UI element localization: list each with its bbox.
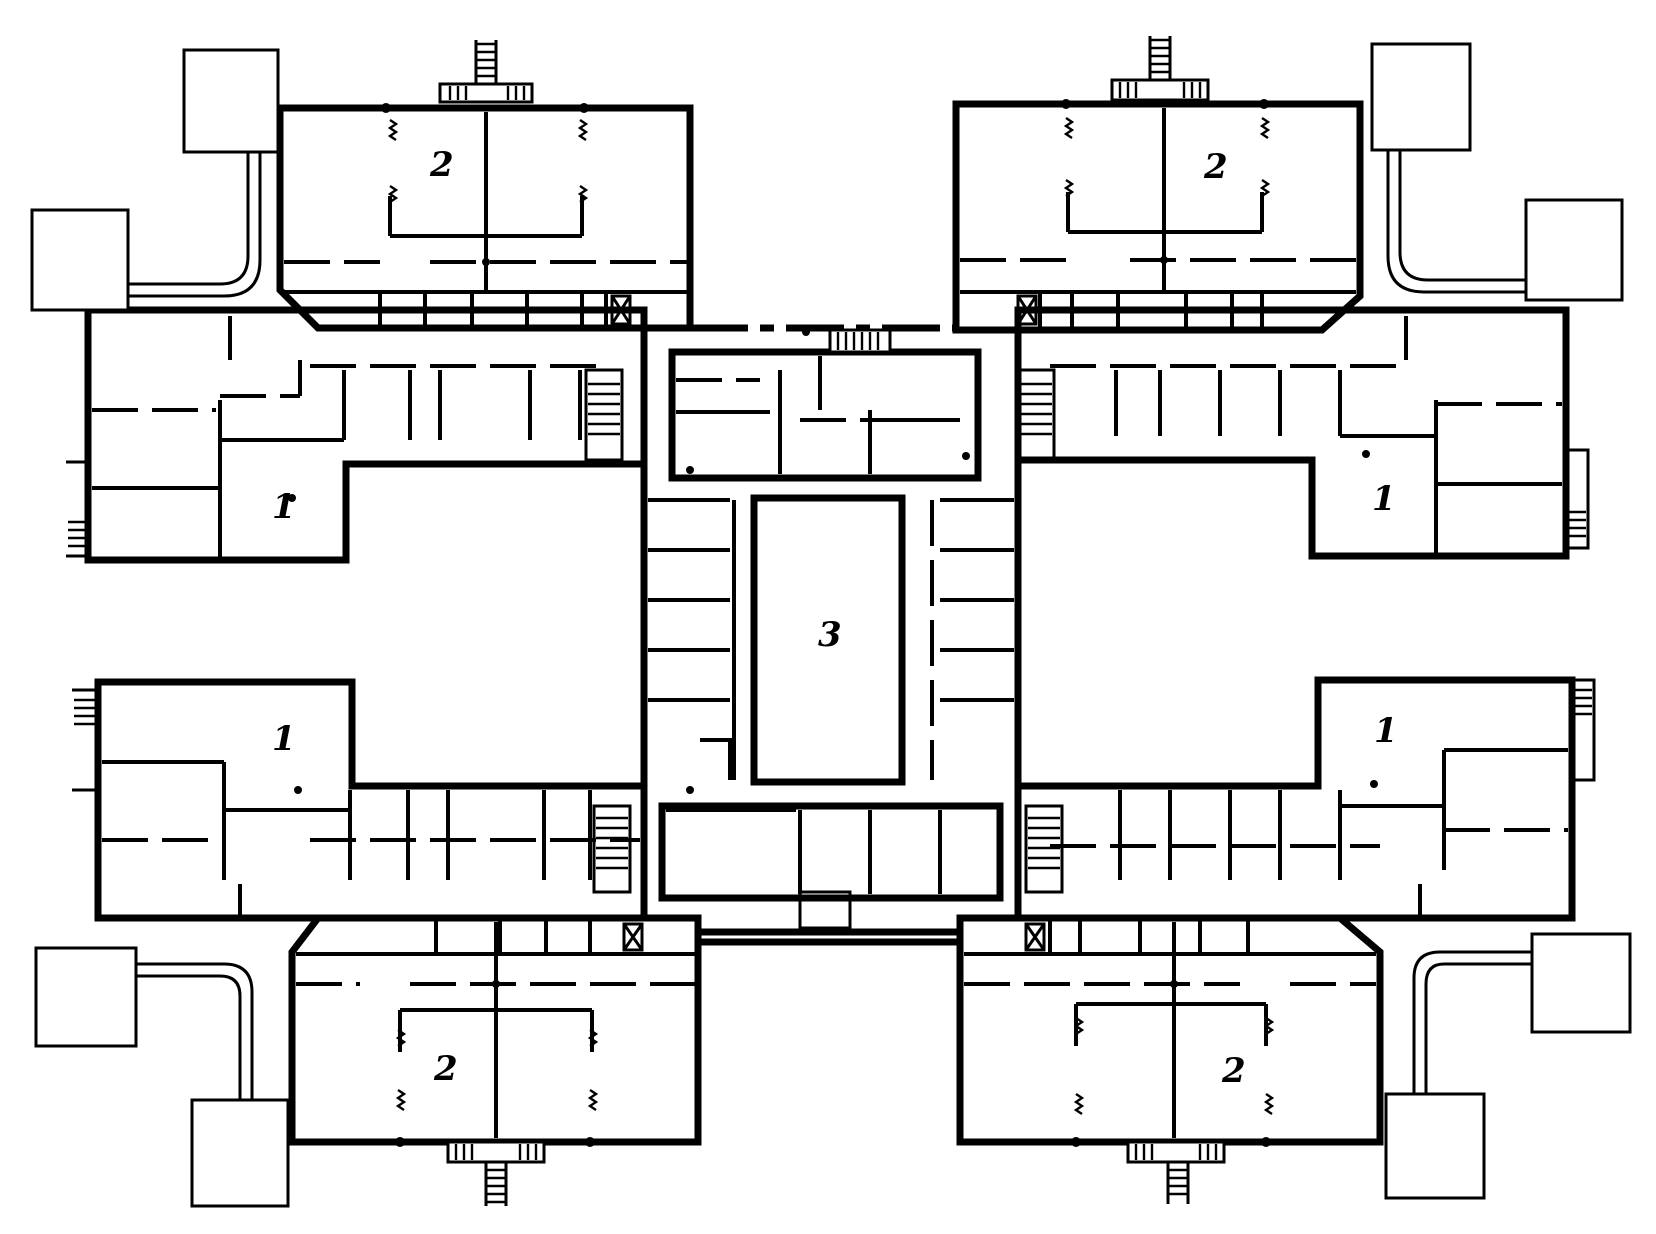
label-block-2-south-west: 2 bbox=[433, 1049, 458, 1089]
label-central-hall: 3 bbox=[818, 615, 842, 655]
block-1-lower-right bbox=[1014, 676, 1576, 922]
block-1-lower-left bbox=[94, 678, 648, 922]
label-block-1-lower-left: 1 bbox=[272, 719, 296, 759]
central-spine bbox=[640, 324, 1022, 946]
label-block-2-south-east: 2 bbox=[1221, 1051, 1246, 1091]
label-block-1-upper-right: 1 bbox=[1372, 479, 1396, 519]
room-labels: 2 2 2 2 1 1 1 1 3 bbox=[272, 145, 1398, 1091]
block-2-south-east bbox=[956, 914, 1384, 1146]
label-block-2-north-east: 2 bbox=[1203, 147, 1228, 187]
annexes bbox=[30, 42, 1632, 1208]
block-1-upper-left bbox=[84, 306, 648, 564]
label-block-1-lower-right: 1 bbox=[1374, 711, 1398, 751]
block-2-north-east bbox=[952, 100, 1364, 334]
block-2-north-west bbox=[276, 104, 694, 332]
structural-columns bbox=[288, 99, 1378, 1147]
stairs bbox=[66, 36, 1596, 1206]
zigzag-fixtures bbox=[387, 117, 1275, 1115]
label-block-2-north-west: 2 bbox=[429, 145, 454, 185]
label-block-1-upper-left: 1 bbox=[272, 487, 296, 527]
block-1-upper-right bbox=[1014, 306, 1570, 560]
block-2-south-west bbox=[288, 914, 702, 1146]
